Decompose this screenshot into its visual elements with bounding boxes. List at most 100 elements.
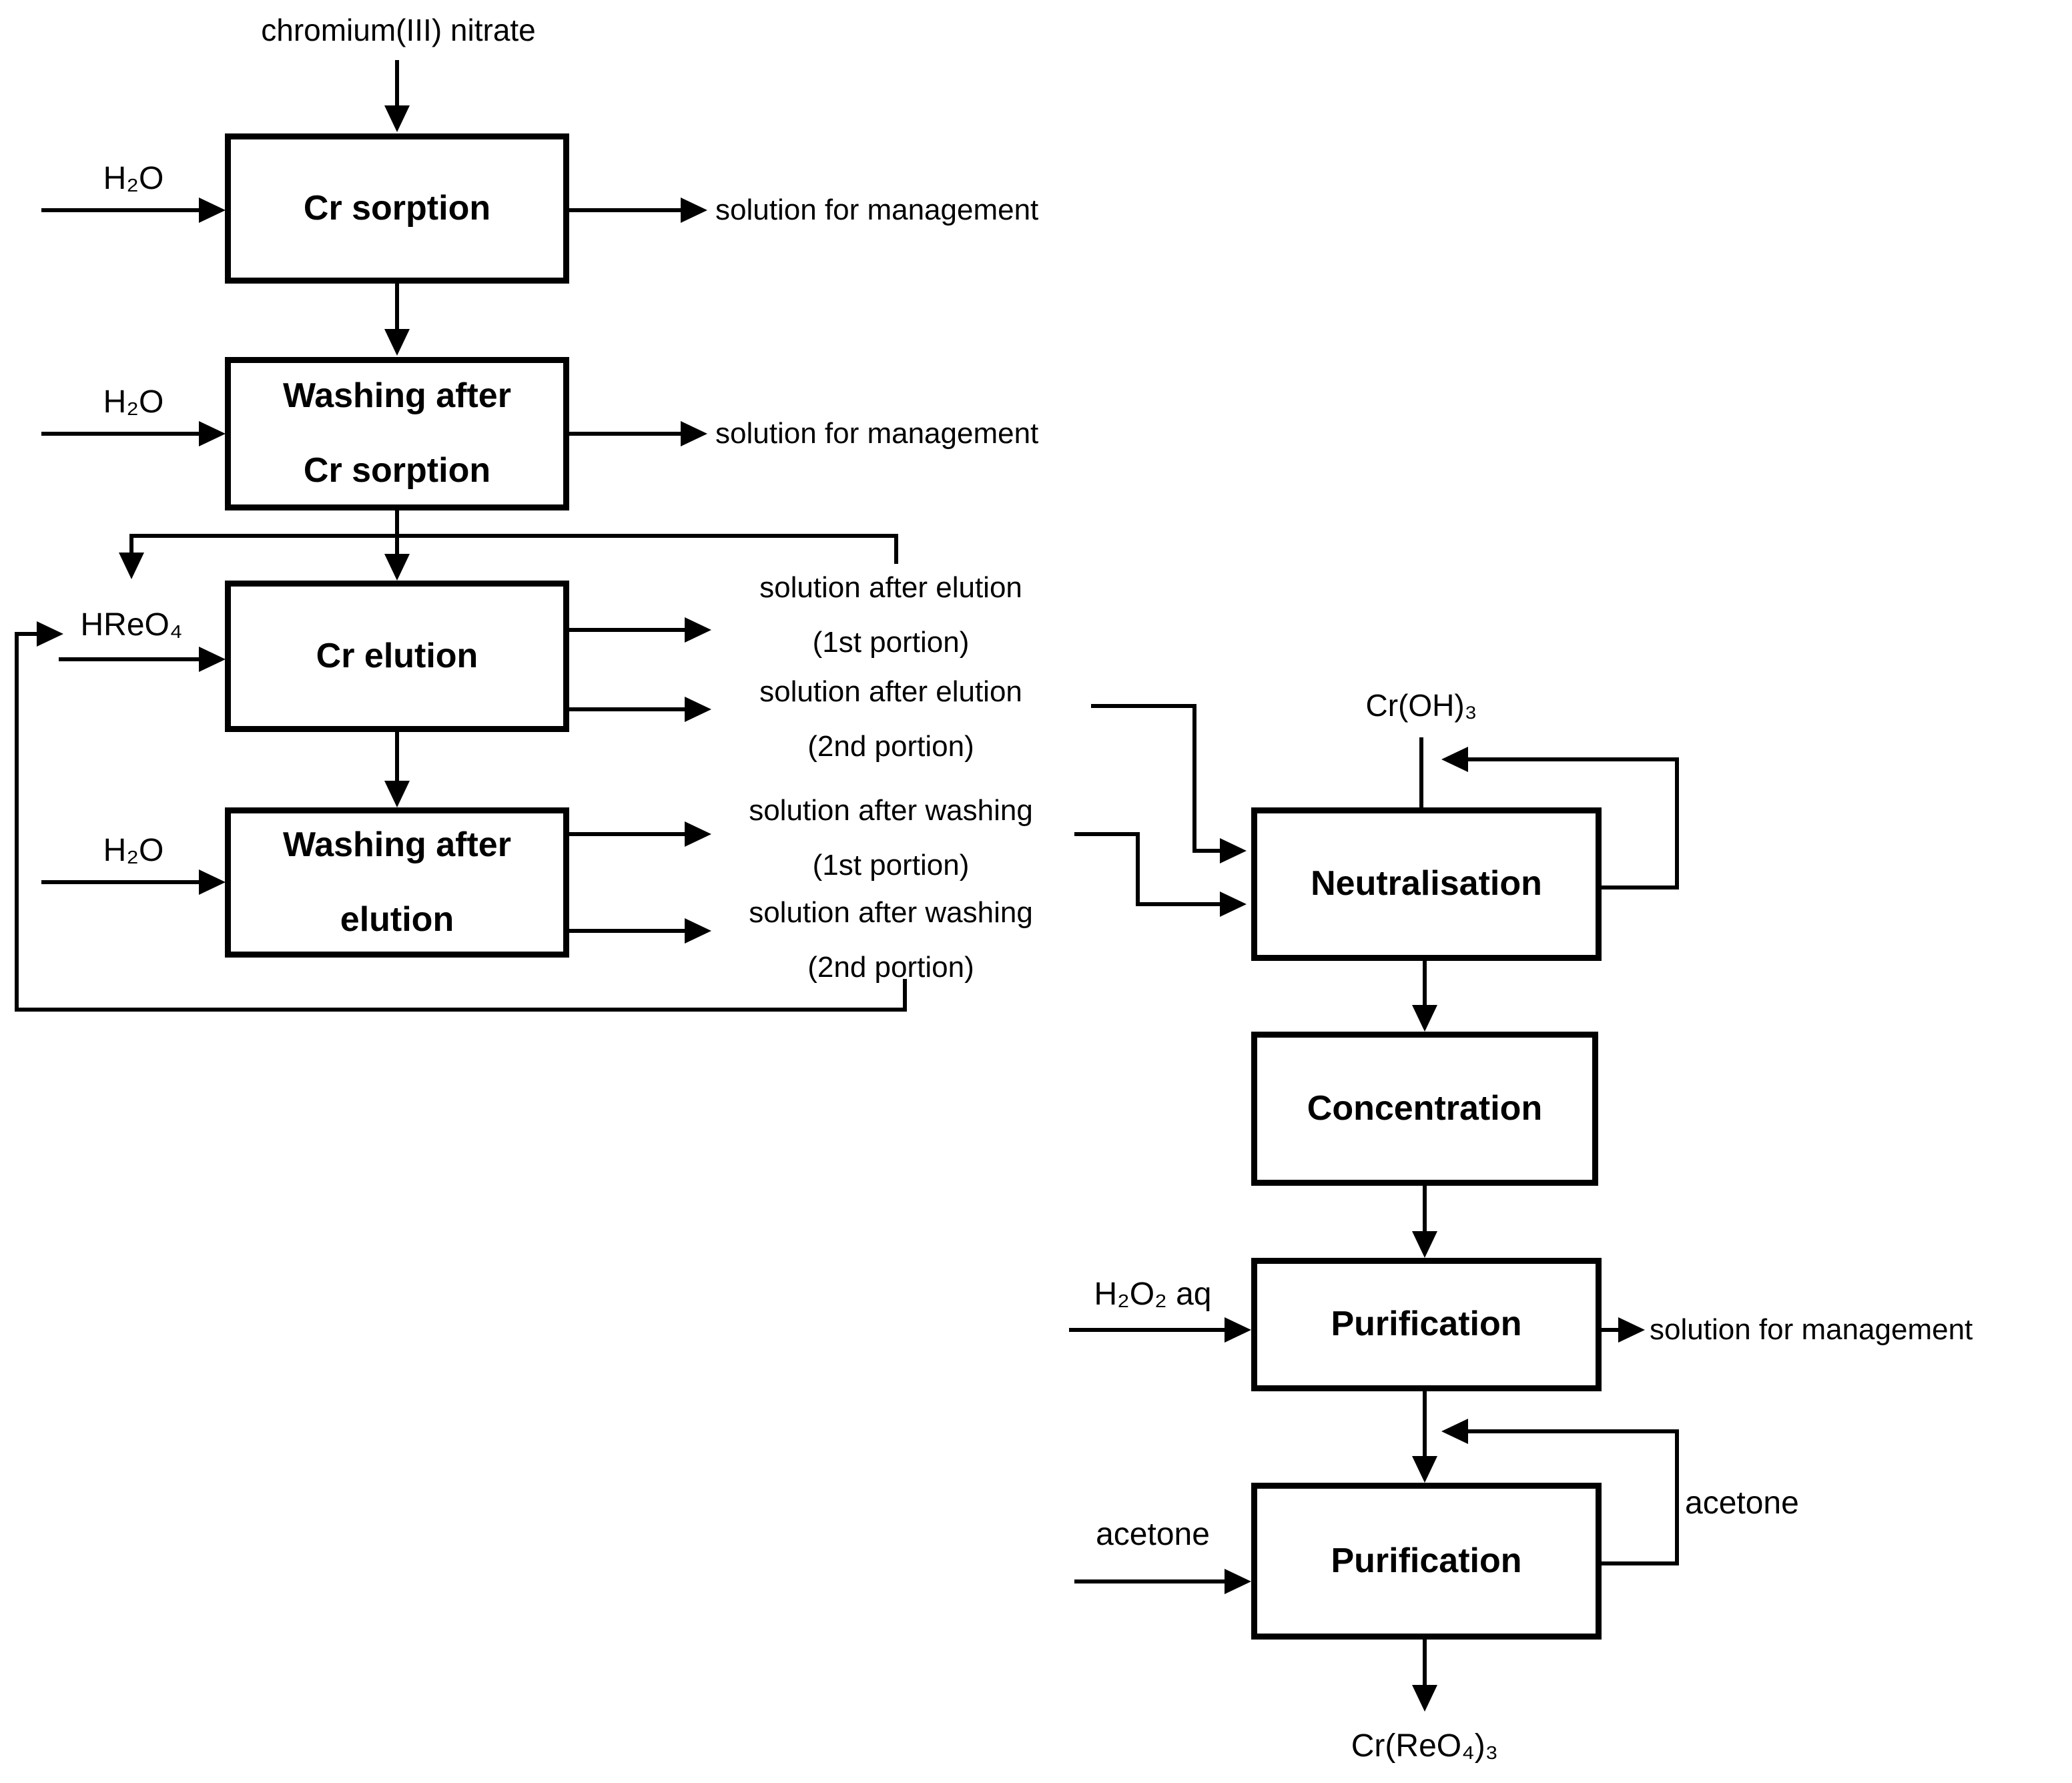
arrow-to-management-2	[681, 421, 707, 446]
connector-elution2-h2	[1192, 849, 1221, 853]
croh3-loop-riser	[1675, 757, 1679, 889]
line-washing-to-branch	[395, 510, 399, 538]
line-hreo4-to-cr-elution	[59, 657, 200, 661]
line-purification-1-to-purification-2	[1423, 1391, 1427, 1457]
line-washing-output-2	[569, 929, 686, 933]
line-purification-1-to-management	[1602, 1328, 1620, 1332]
arrow-branch-to-hreo4	[119, 553, 144, 579]
label-h2o-washing-sorption: H₂O	[103, 384, 164, 420]
box-washing-after-elution-label: Washing after elution	[283, 825, 511, 939]
label-elution-1st-line1: solution after elution	[759, 571, 1022, 604]
arrow-loop-into-croh3-line	[1441, 747, 1468, 772]
box-purification-1-label: Purification	[1331, 1305, 1522, 1344]
label-cr-oh3: Cr(OH)₃	[1365, 688, 1477, 723]
label-management-1: solution for management	[715, 194, 1039, 226]
box-washing-after-cr-sorption: Washing after Cr sorption	[225, 357, 569, 510]
line-elution-output-1	[569, 628, 686, 632]
acetone-loop-top	[1467, 1429, 1679, 1433]
line-h2o-to-washing-after-elution	[41, 880, 200, 884]
branch-drop-right	[894, 534, 898, 564]
box-washing-after-elution: Washing after elution	[225, 807, 569, 958]
label-washing-1st-portion: solution after washing (1st portion)	[707, 783, 1074, 893]
arrow-to-management-3	[1618, 1317, 1645, 1343]
arrow-to-final-product	[1412, 1685, 1437, 1712]
connector-washing1-h1	[1074, 832, 1140, 836]
arrow-into-cr-sorption	[384, 105, 410, 132]
connector-washing1-h2	[1136, 902, 1221, 906]
label-elution-2nd-portion: solution after elution (2nd portion)	[707, 665, 1074, 774]
branch-drop-left	[129, 534, 133, 554]
line-h2o2-to-purification-1	[1069, 1328, 1226, 1332]
box-washing-after-cr-sorption-label: Washing after Cr sorption	[283, 376, 511, 490]
label-elution-2nd-line2: (2nd portion)	[807, 730, 974, 763]
label-washing-1st-line2: (1st portion)	[812, 849, 970, 881]
label-final-product: Cr(ReO₄)₃	[1351, 1728, 1499, 1764]
arrow-to-elution-2nd-portion	[685, 697, 711, 722]
line-purification-2-to-product	[1423, 1640, 1427, 1686]
branch-drop-center	[395, 534, 399, 555]
line-chromium-nitrate-to-cr-sorption	[395, 60, 399, 107]
label-elution-1st-portion: solution after elution (1st portion)	[707, 561, 1074, 670]
line-washing-output-1	[569, 832, 686, 836]
line-neutralisation-to-concentration	[1423, 961, 1427, 1006]
label-washing-1st-line1: solution after washing	[749, 794, 1033, 827]
recycle-left-riser	[15, 632, 19, 1012]
arrow-elution2-into-neutralisation	[1220, 838, 1247, 863]
label-management-3: solution for management	[1650, 1313, 1973, 1346]
box-purification-1: Purification	[1251, 1258, 1602, 1391]
line-cr-oh3-to-neutralisation	[1419, 737, 1423, 807]
box-purification-2-label: Purification	[1331, 1541, 1522, 1580]
acetone-loop-out	[1602, 1561, 1679, 1565]
line-h2o-to-cr-sorption	[41, 208, 200, 212]
arrow-into-concentration	[1412, 1005, 1437, 1032]
arrow-into-cr-elution	[384, 554, 410, 581]
arrow-to-washing-2nd-portion	[685, 918, 711, 944]
connector-washing1-v	[1136, 832, 1140, 906]
label-elution-1st-line2: (1st portion)	[812, 626, 970, 659]
croh3-loop-out	[1602, 885, 1679, 889]
box-cr-sorption: Cr sorption	[225, 133, 569, 284]
arrow-h2o-into-washing-after-elution	[199, 869, 226, 895]
line-concentration-to-purification-1	[1423, 1186, 1427, 1232]
label-h2o-washing-elution: H₂O	[103, 833, 164, 868]
label-hreo4: HReO₄	[80, 607, 183, 643]
arrow-into-washing-after-cr-sorption	[384, 329, 410, 356]
label-washing-2nd-line1: solution after washing	[749, 896, 1033, 929]
box-neutralisation-label: Neutralisation	[1311, 864, 1542, 904]
arrow-washing1-into-neutralisation	[1220, 892, 1247, 917]
recycle-bottom-line	[15, 1008, 907, 1012]
recycle-stub-to-hreo4	[15, 632, 38, 636]
recycle-washing2-drop	[903, 979, 907, 1012]
label-washing-2nd-portion: solution after washing (2nd portion)	[707, 885, 1074, 995]
line-washing-to-management	[569, 432, 682, 436]
box-cr-elution: Cr elution	[225, 581, 569, 732]
arrow-loop-into-purification-line	[1441, 1419, 1468, 1444]
arrow-into-purification-1	[1412, 1231, 1437, 1258]
box-neutralisation: Neutralisation	[1251, 807, 1602, 961]
box-concentration: Concentration	[1251, 1032, 1598, 1186]
arrow-hreo4-into-cr-elution	[199, 647, 226, 672]
line-cr-elution-to-washing-after-elution	[395, 732, 399, 782]
box-purification-2: Purification	[1251, 1483, 1602, 1640]
label-washing-2nd-line2: (2nd portion)	[807, 951, 974, 984]
arrow-into-purification-2	[1412, 1456, 1437, 1483]
box-cr-sorption-label: Cr sorption	[303, 188, 491, 228]
label-h2o2-aq: H₂O₂ aq	[1094, 1277, 1212, 1312]
line-cr-sorption-to-washing	[395, 284, 399, 332]
arrow-acetone-into-purification-2	[1225, 1569, 1251, 1594]
arrow-h2o2-into-purification-1	[1225, 1317, 1251, 1343]
croh3-loop-top	[1467, 757, 1679, 761]
line-h2o-to-washing-after-cr-sorption	[41, 432, 200, 436]
connector-elution2-v	[1192, 704, 1196, 853]
line-cr-sorption-to-management	[569, 208, 682, 212]
label-chromium-nitrate: chromium(III) nitrate	[261, 13, 536, 47]
arrow-to-washing-1st-portion	[685, 821, 711, 847]
box-cr-elution-label: Cr elution	[316, 636, 478, 675]
label-management-2: solution for management	[715, 417, 1039, 450]
acetone-loop-riser	[1675, 1429, 1679, 1565]
branch-line	[131, 534, 898, 538]
label-h2o-sorption: H₂O	[103, 161, 164, 196]
label-elution-2nd-line1: solution after elution	[759, 675, 1022, 708]
arrow-to-elution-1st-portion	[685, 617, 711, 643]
